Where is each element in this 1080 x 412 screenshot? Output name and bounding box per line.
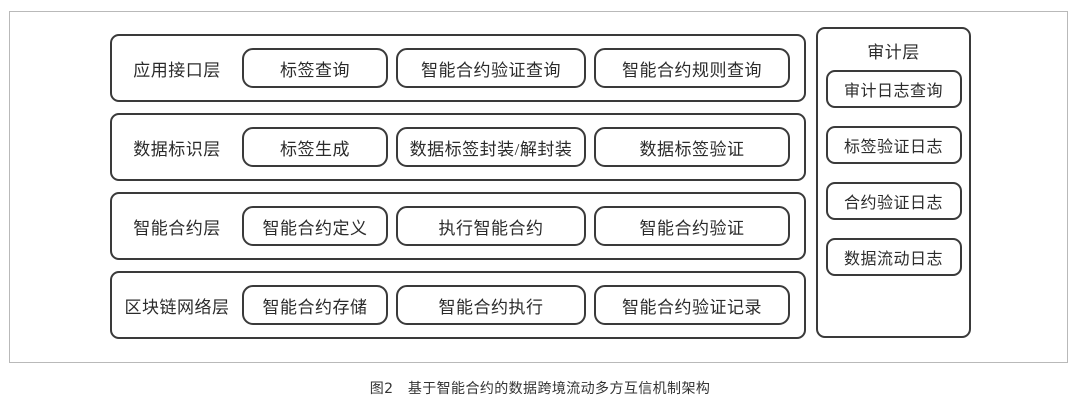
- module-box[interactable]: 执行智能合约: [396, 206, 586, 246]
- layer-title: 区块链网络层: [124, 297, 230, 317]
- module-box[interactable]: 数据标签验证: [594, 127, 790, 167]
- layer-stack: 应用接口层 标签查询 智能合约验证查询 智能合约规则查询 数据标识层 标签生成 …: [110, 34, 806, 339]
- module-box[interactable]: 标签生成: [242, 127, 388, 167]
- layer-row-smart-contract: 智能合约层 智能合约定义 执行智能合约 智能合约验证: [110, 192, 806, 260]
- layer-title: 数据标识层: [133, 139, 221, 159]
- audit-panel-title: 审计层: [867, 43, 920, 62]
- layer-module-group: 标签查询 智能合约验证查询 智能合约规则查询: [236, 36, 804, 100]
- audit-item[interactable]: 标签验证日志: [825, 126, 962, 164]
- layer-module-group: 智能合约存储 智能合约执行 智能合约验证记录: [236, 273, 804, 337]
- layer-title: 应用接口层: [133, 60, 221, 80]
- layer-module-group: 智能合约定义 执行智能合约 智能合约验证: [236, 194, 804, 258]
- audit-panel: 审计层 审计日志查询 标签验证日志 合约验证日志 数据流动日志: [816, 27, 971, 338]
- module-box[interactable]: 数据标签封装/解封装: [396, 127, 586, 167]
- module-box[interactable]: 智能合约定义: [242, 206, 388, 246]
- layer-row-blockchain-network: 区块链网络层 智能合约存储 智能合约执行 智能合约验证记录: [110, 271, 806, 339]
- audit-item-list: 审计日志查询 标签验证日志 合约验证日志 数据流动日志: [818, 70, 969, 276]
- module-box[interactable]: 智能合约验证查询: [396, 48, 586, 88]
- layer-module-group: 标签生成 数据标签封装/解封装 数据标签验证: [236, 115, 804, 179]
- figure-caption: 图2 基于智能合约的数据跨境流动多方互信机制架构: [369, 381, 711, 397]
- module-box[interactable]: 智能合约规则查询: [594, 48, 790, 88]
- layer-row-data-identification: 数据标识层 标签生成 数据标签封装/解封装 数据标签验证: [110, 113, 806, 181]
- module-box[interactable]: 智能合约存储: [242, 285, 388, 325]
- audit-item[interactable]: 合约验证日志: [825, 182, 962, 220]
- module-box[interactable]: 智能合约执行: [396, 285, 586, 325]
- audit-item[interactable]: 数据流动日志: [825, 238, 962, 276]
- module-box[interactable]: 标签查询: [242, 48, 388, 88]
- layer-title: 智能合约层: [133, 218, 221, 238]
- audit-item[interactable]: 审计日志查询: [825, 70, 962, 108]
- module-box[interactable]: 智能合约验证: [594, 206, 790, 246]
- module-box[interactable]: 智能合约验证记录: [594, 285, 790, 325]
- layer-row-application-interface: 应用接口层 标签查询 智能合约验证查询 智能合约规则查询: [110, 34, 806, 102]
